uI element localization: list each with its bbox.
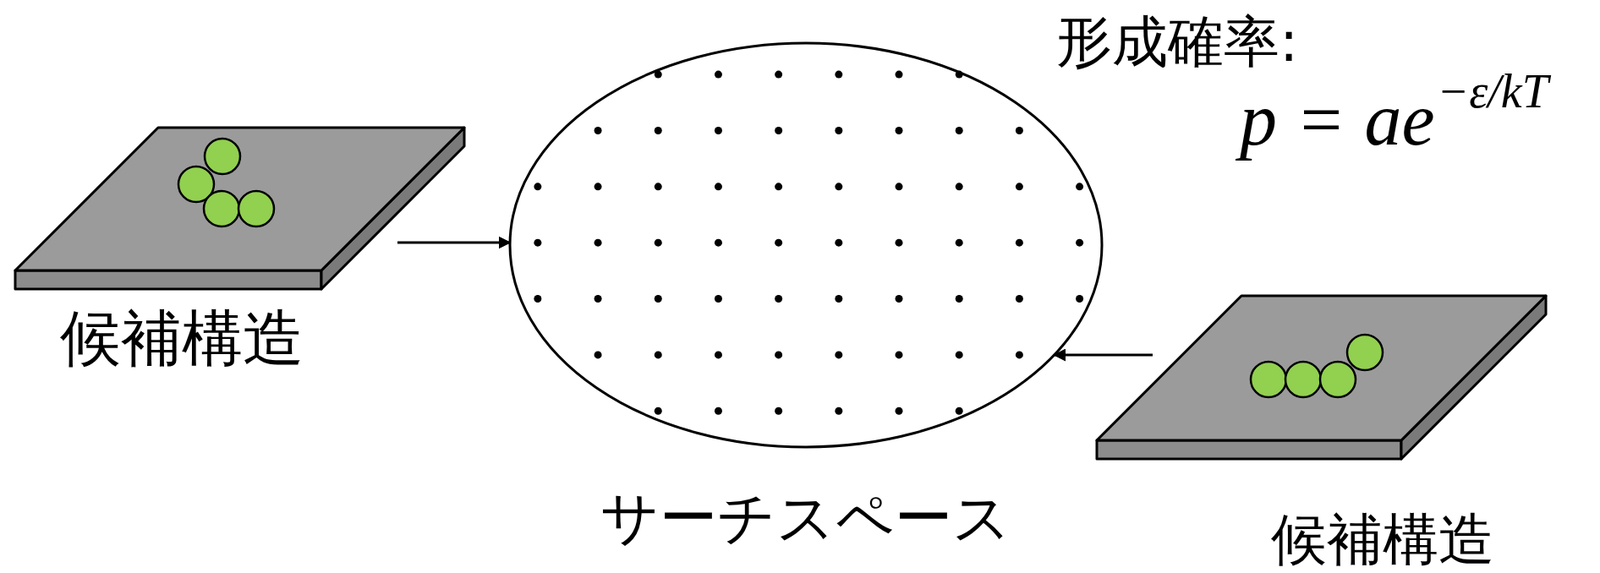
- search-point: [774, 239, 783, 247]
- plate-front: [15, 270, 322, 290]
- search-space: サーチスペース: [508, 41, 1104, 548]
- search-point: [594, 126, 603, 135]
- search-point: [654, 350, 663, 359]
- atom-circle: [204, 138, 241, 175]
- search-point: [895, 350, 904, 359]
- node-label: 候補構造: [1271, 512, 1495, 569]
- search-point: [714, 407, 723, 416]
- search-point: [714, 182, 723, 191]
- candidate-structure: 候補構造: [15, 127, 465, 369]
- search-point: [895, 407, 904, 416]
- search-point: [714, 295, 723, 303]
- node-label: サーチスペース: [600, 489, 1012, 548]
- search-point: [774, 182, 783, 191]
- search-point: [1075, 239, 1084, 247]
- atom-circle: [1250, 361, 1287, 398]
- plate-group: [15, 127, 465, 290]
- atom-circle: [238, 191, 274, 227]
- search-point: [955, 407, 964, 416]
- search-point: [654, 239, 663, 247]
- search-point: [533, 295, 542, 303]
- search-point: [834, 182, 843, 191]
- arrow-connector: [397, 241, 510, 245]
- search-point: [654, 407, 663, 416]
- search-point: [774, 295, 783, 303]
- atom-circle: [1285, 361, 1321, 398]
- search-point: [955, 239, 964, 247]
- search-point: [594, 239, 603, 247]
- node-label: 候補構造: [60, 307, 304, 369]
- candidate-structure: 候補構造: [1096, 295, 1546, 569]
- search-point: [1075, 182, 1084, 191]
- search-point: [955, 126, 964, 135]
- search-point: [1015, 182, 1024, 191]
- search-point: [594, 350, 603, 359]
- search-point: [714, 71, 723, 79]
- atom-circle: [1320, 361, 1356, 398]
- formula-exponent: −ε/kT: [1436, 67, 1548, 116]
- atom-circle: [1347, 334, 1383, 371]
- search-point: [774, 126, 783, 135]
- search-point: [834, 295, 843, 303]
- search-point: [654, 126, 663, 135]
- search-point: [834, 407, 843, 416]
- search-point: [654, 295, 663, 303]
- search-point: [834, 126, 843, 135]
- search-point: [533, 239, 542, 247]
- search-point: [895, 182, 904, 191]
- search-point: [1015, 126, 1024, 135]
- search-point: [955, 71, 964, 79]
- plate-top: [1096, 295, 1546, 441]
- search-point: [1015, 295, 1024, 303]
- search-point: [774, 350, 783, 359]
- search-point: [654, 71, 663, 79]
- plate-shape: [1095, 294, 1548, 461]
- search-point: [533, 182, 542, 191]
- search-point: [834, 71, 843, 79]
- search-point: [895, 71, 904, 79]
- atom-circle: [203, 191, 240, 227]
- arrow-connector: [1054, 354, 1153, 357]
- search-point: [1075, 295, 1084, 303]
- plate-front: [1096, 440, 1402, 460]
- search-point: [714, 126, 723, 135]
- plate-top: [15, 127, 465, 271]
- plate-shape: [13, 126, 466, 291]
- search-point: [955, 350, 964, 359]
- search-point: [895, 239, 904, 247]
- search-point: [714, 350, 723, 359]
- search-point: [834, 239, 843, 247]
- formula-main: p = ae: [1239, 82, 1435, 158]
- search-space-outline: [509, 43, 1102, 448]
- ellipse-shape: [508, 41, 1104, 450]
- search-point: [895, 126, 904, 135]
- search-point: [594, 295, 603, 303]
- search-point: [955, 182, 964, 191]
- search-point: [594, 182, 603, 191]
- search-point: [714, 239, 723, 247]
- search-point: [955, 295, 964, 303]
- search-point: [774, 71, 783, 79]
- formula-caption: 形成確率:: [1056, 14, 1299, 71]
- search-point: [834, 350, 843, 359]
- search-point: [895, 295, 904, 303]
- search-point: [774, 407, 783, 416]
- search-point: [654, 182, 663, 191]
- search-point: [1015, 239, 1024, 247]
- plate-group: [1096, 295, 1546, 460]
- search-point: [1015, 350, 1024, 359]
